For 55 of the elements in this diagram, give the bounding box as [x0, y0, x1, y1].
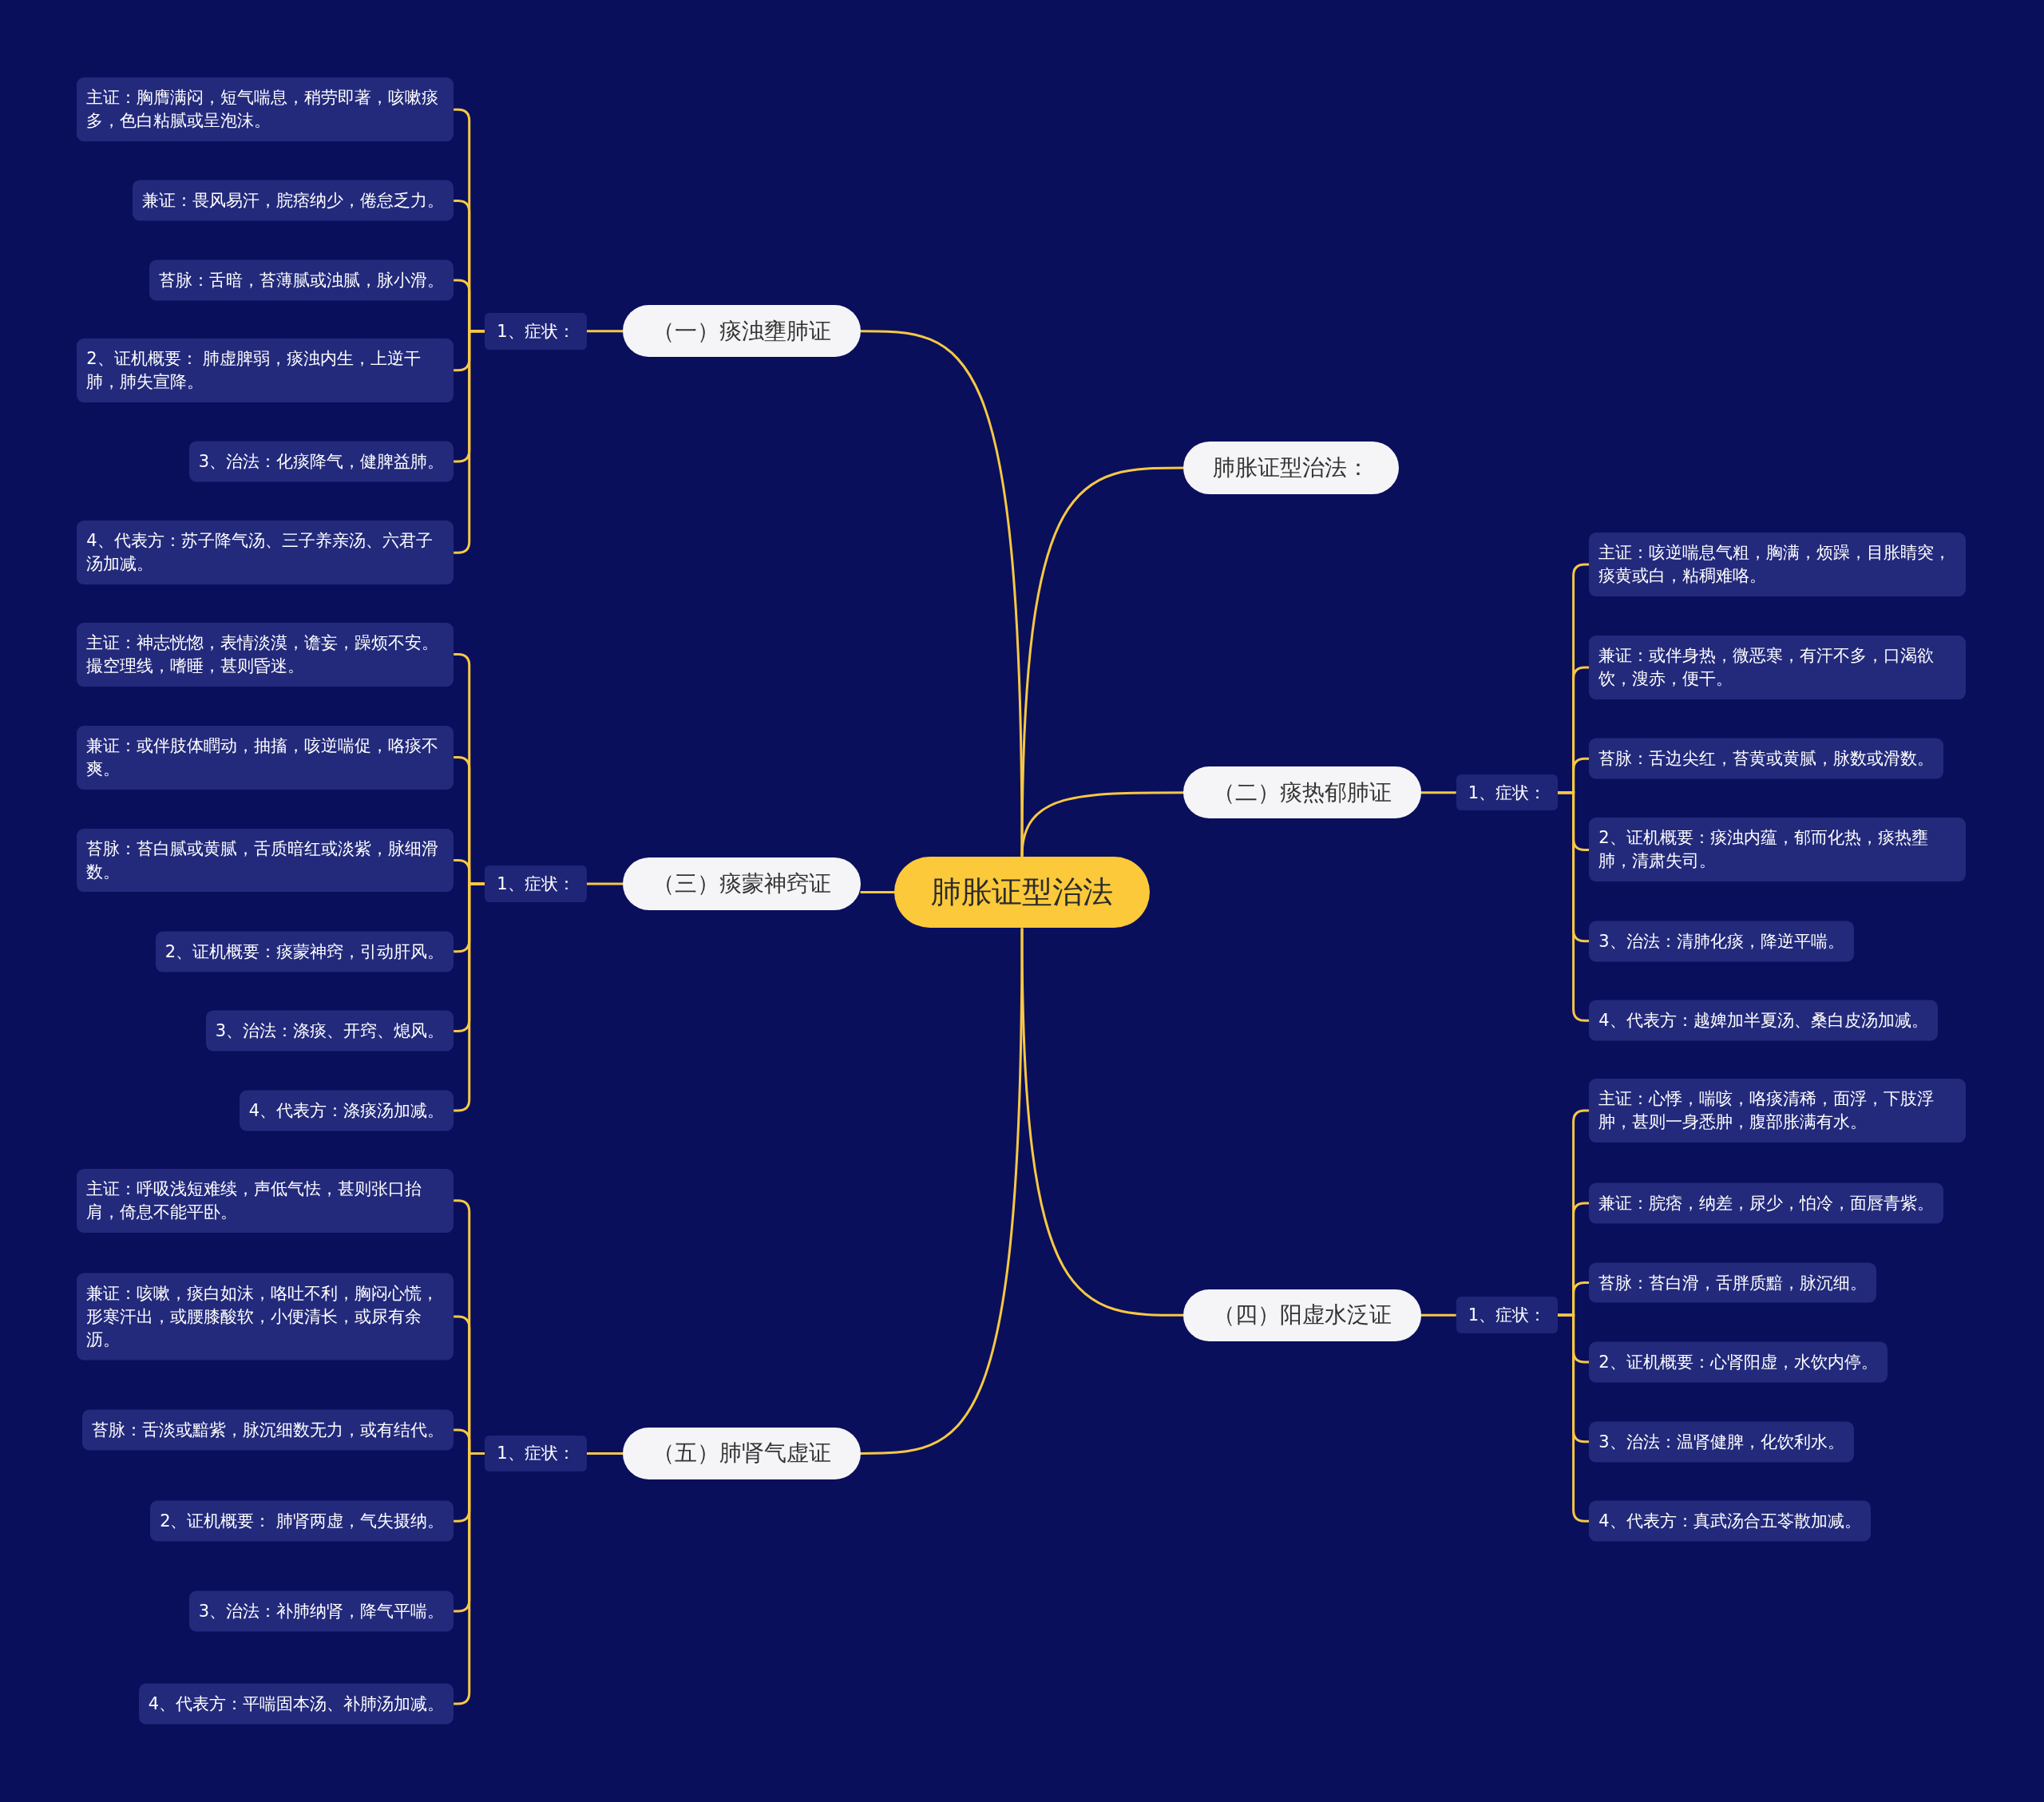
detail-card: 苔脉：舌边尖红，苔黄或黄腻，脉数或滑数。 [1589, 738, 1944, 779]
detail-card: 4、代表方：越婢加半夏汤、桑白皮汤加减。 [1589, 1000, 1938, 1041]
detail-card: 苔脉：苔白滑，舌胖质黯，脉沉细。 [1589, 1262, 1877, 1303]
detail-card: 主证：胸膺满闷，短气喘息，稍劳即著，咳嗽痰多，色白粘腻或呈泡沫。 [77, 77, 454, 142]
detail-card: 2、证机概要：痰蒙神窍，引动肝风。 [155, 931, 454, 972]
detail-card: 2、证机概要：痰浊内蕴，郁而化热，痰热壅肺，清肃失司。 [1589, 818, 1967, 882]
detail-card: 兼证：或伴身热，微恶寒，有汗不多，口渴欲饮，溲赤，便干。 [1589, 635, 1967, 699]
subtopic-label: 1、症状： [485, 1435, 587, 1472]
connector-line [1020, 928, 1184, 1317]
subtopic-label: 1、症状： [1456, 774, 1558, 811]
detail-card: 主证：咳逆喘息气粗，胸满，烦躁，目胀睛突，痰黄或白，粘稠难咯。 [1589, 532, 1967, 596]
topic-pill: 肺胀证型治法： [1183, 442, 1399, 494]
central-topic: 肺胀证型治法 [894, 856, 1150, 929]
detail-card: 2、证机概要：心肾阳虚，水饮内停。 [1589, 1341, 1888, 1383]
topic-pill: （四）阳虚水泛证 [1183, 1289, 1421, 1341]
detail-card: 主证：神志恍惚，表情淡漠，谵妄，躁烦不安。撮空理线，嗜睡，甚则昏迷。 [77, 622, 454, 687]
subtopic-label: 1、症状： [485, 865, 587, 902]
detail-card: 2、证机概要： 肺肾两虚，气失摄纳。 [150, 1500, 454, 1542]
connector-line [454, 1452, 485, 1705]
connector-line [454, 882, 485, 1112]
detail-card: 兼证：畏风易汗，脘痞纳少，倦怠乏力。 [133, 180, 454, 221]
detail-card: 兼证：脘痞，纳差，尿少，怕冷，面唇青紫。 [1589, 1182, 1944, 1224]
detail-card: 4、代表方：苏子降气汤、三子养亲汤、六君子汤加减。 [77, 521, 454, 585]
detail-card: 苔脉：舌淡或黯紫，脉沉细数无力，或有结代。 [82, 1409, 454, 1451]
topic-pill: （五）肺肾气虚证 [623, 1427, 861, 1480]
detail-card: 兼证：或伴肢体瞤动，抽搐，咳逆喘促，咯痰不爽。 [77, 725, 454, 790]
detail-card: 主证：呼吸浅短难续，声低气怯，甚则张口抬肩，倚息不能平卧。 [77, 1168, 454, 1233]
detail-card: 3、治法：温肾健脾，化饮利水。 [1589, 1421, 1854, 1463]
connector-line [1420, 1313, 1456, 1317]
detail-card: 3、治法：涤痰、开窍、熄风。 [205, 1010, 454, 1051]
subtopic-label: 1、症状： [485, 312, 587, 350]
connector-line [586, 330, 624, 333]
detail-card: 苔脉：舌暗，苔薄腻或浊腻，脉小滑。 [149, 259, 454, 301]
detail-card: 苔脉：苔白腻或黄腻，舌质暗红或淡紫，脉细滑数。 [77, 828, 454, 893]
detail-card: 主证：心悸，喘咳，咯痰清稀，面浮，下肢浮肿，甚则一身悉肿，腹部胀满有水。 [1589, 1079, 1967, 1143]
subtopic-label: 1、症状： [1456, 1297, 1558, 1334]
connector-line [1020, 791, 1184, 857]
topic-pill: （二）痰热郁肺证 [1183, 766, 1421, 819]
connector-line [454, 330, 485, 554]
detail-card: 4、代表方：涤痰汤加减。 [239, 1090, 454, 1131]
topic-pill: （一）痰浊壅肺证 [623, 305, 861, 358]
detail-card: 3、治法：补肺纳肾，降气平喘。 [188, 1590, 454, 1632]
connector-line [1020, 466, 1184, 857]
detail-card: 3、治法：清肺化痰，降逆平喘。 [1589, 921, 1854, 962]
connector-line [586, 882, 624, 885]
connector-line [860, 928, 1024, 1455]
detail-card: 2、证机概要： 肺虚脾弱，痰浊内生，上逆干肺，肺失宣降。 [77, 338, 454, 402]
detail-card: 3、治法：化痰降气，健脾益肺。 [188, 441, 454, 482]
detail-card: 4、代表方：平喘固本汤、补肺汤加减。 [138, 1683, 454, 1725]
detail-card: 兼证：咳嗽，痰白如沫，咯吐不利，胸闷心慌，形寒汗出，或腰膝酸软，小便清长，或尿有余沥。 [77, 1273, 454, 1360]
detail-card: 4、代表方：真武汤合五苓散加减。 [1589, 1500, 1871, 1542]
topic-pill: （三）痰蒙神窍证 [623, 857, 861, 910]
connector-line [1420, 791, 1456, 794]
connector-line [586, 1452, 624, 1455]
connector-line [860, 891, 894, 894]
